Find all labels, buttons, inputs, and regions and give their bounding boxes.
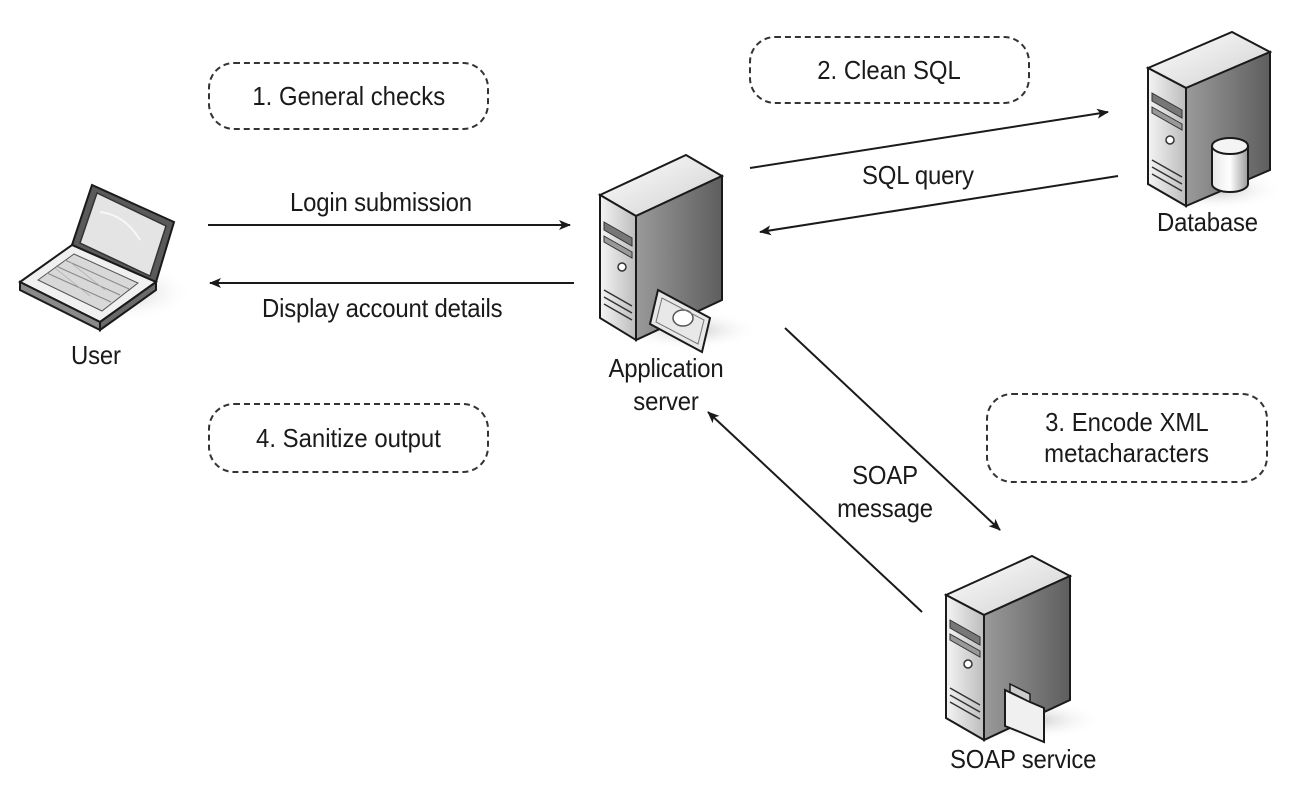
database-label: Database — [1157, 207, 1258, 237]
user-label: User — [71, 340, 121, 370]
step-note-clean-sql: 2. Clean SQL — [749, 36, 1030, 104]
soap-message-label-line1: SOAP — [852, 460, 918, 490]
step-note-sanitize-output: 4. Sanitize output — [208, 403, 489, 473]
soap-message-label-line2: message — [837, 493, 933, 523]
arrow-sql-response — [759, 175, 1119, 236]
soap-service-label: SOAP service — [950, 744, 1097, 774]
display-account-details-label: Display account details — [262, 293, 503, 323]
step-note-encode-xml-text-line1: 3. Encode XML — [1045, 407, 1209, 437]
step-note-general-checks-text: 1. General checks — [252, 80, 445, 111]
sql-query-label: SQL query — [862, 160, 974, 190]
login-submission-label: Login submission — [290, 187, 472, 217]
database-server-icon — [1145, 30, 1285, 210]
application-server-label-line1: Application — [608, 353, 724, 383]
step-note-sanitize-output-text: 4. Sanitize output — [256, 422, 441, 453]
step-note-encode-xml: 3. Encode XML metacharacters — [986, 393, 1268, 483]
arrow-soap-response — [707, 411, 923, 613]
arrow-sql-request — [749, 108, 1109, 169]
soap-service-server-icon — [943, 554, 1105, 744]
application-server-label-line2: server — [633, 386, 699, 416]
step-note-general-checks: 1. General checks — [208, 62, 489, 130]
step-note-encode-xml-text-line2: metacharacters — [1044, 438, 1210, 468]
arrow-soap-request — [784, 327, 1001, 531]
laptop-icon — [18, 183, 195, 332]
step-note-clean-sql-text: 2. Clean SQL — [817, 54, 962, 85]
application-server-icon — [597, 153, 760, 354]
